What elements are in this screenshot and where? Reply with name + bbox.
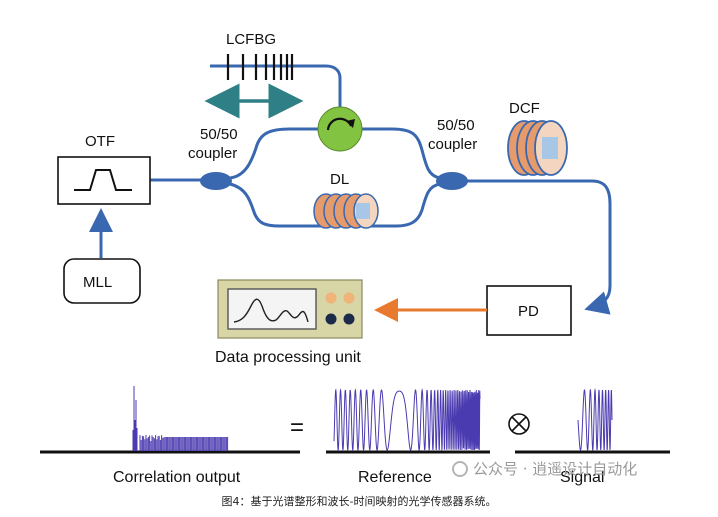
fiber-upper-arm-right: [362, 127, 441, 180]
filter-passband-icon: [74, 169, 132, 191]
mll-label: MLL: [83, 274, 112, 291]
dl-label: DL: [330, 171, 349, 188]
coupler-right-label-2: coupler: [428, 136, 477, 153]
mll-block: [63, 258, 141, 304]
dpu-knob-3: [325, 313, 337, 325]
circulator: [317, 106, 363, 152]
signal-label: Signal: [560, 469, 604, 486]
dpu-knob-1: [325, 292, 337, 304]
reference-label: Reference: [358, 469, 432, 486]
coupler-left-label-1: 50/50: [200, 126, 238, 143]
equals-sign: =: [290, 414, 304, 441]
otf-label: OTF: [85, 133, 115, 150]
pd-label: PD: [518, 303, 539, 320]
dcf-fiber-spool: [507, 120, 568, 176]
watermark-text: 公众号 · 逍遥设计自动化: [473, 460, 638, 478]
coupler-right-label-1: 50/50: [437, 117, 475, 134]
dpu-screen-waveform: [233, 298, 309, 323]
fiber-upper-arm-left: [229, 127, 318, 180]
coupler-left-label-2: coupler: [188, 145, 237, 162]
dcf-label: DCF: [509, 100, 540, 117]
reference-waveform: [326, 388, 490, 454]
fiber-circulator-to-lcfbg: [210, 64, 342, 108]
lcfbg-label: LCFBG: [226, 31, 276, 48]
watermark: 公众号 · 逍遥设计自动化: [452, 458, 637, 479]
coupler-left: [200, 172, 232, 190]
pd-block: [486, 285, 572, 336]
otf-block: [57, 156, 151, 205]
correlation-output-plot: [40, 386, 300, 454]
lcfbg-grating: [226, 54, 294, 80]
dpu-knob-2: [343, 292, 355, 304]
dpu-label: Data processing unit: [215, 349, 361, 366]
dpu-knob-4: [343, 313, 355, 325]
wechat-logo-icon: [452, 460, 468, 477]
data-processing-unit: [217, 279, 363, 339]
correlation-label: Correlation output: [113, 469, 241, 486]
coupler-right: [436, 172, 468, 190]
figure-caption: 图4：基于光谱整形和波长-时间映射的光学传感器系统。: [221, 495, 497, 508]
otimes-icon: [508, 413, 530, 435]
fiber-to-pd: [466, 179, 612, 315]
dl-fiber-spool: [313, 193, 379, 229]
signal-waveform: [515, 388, 670, 454]
